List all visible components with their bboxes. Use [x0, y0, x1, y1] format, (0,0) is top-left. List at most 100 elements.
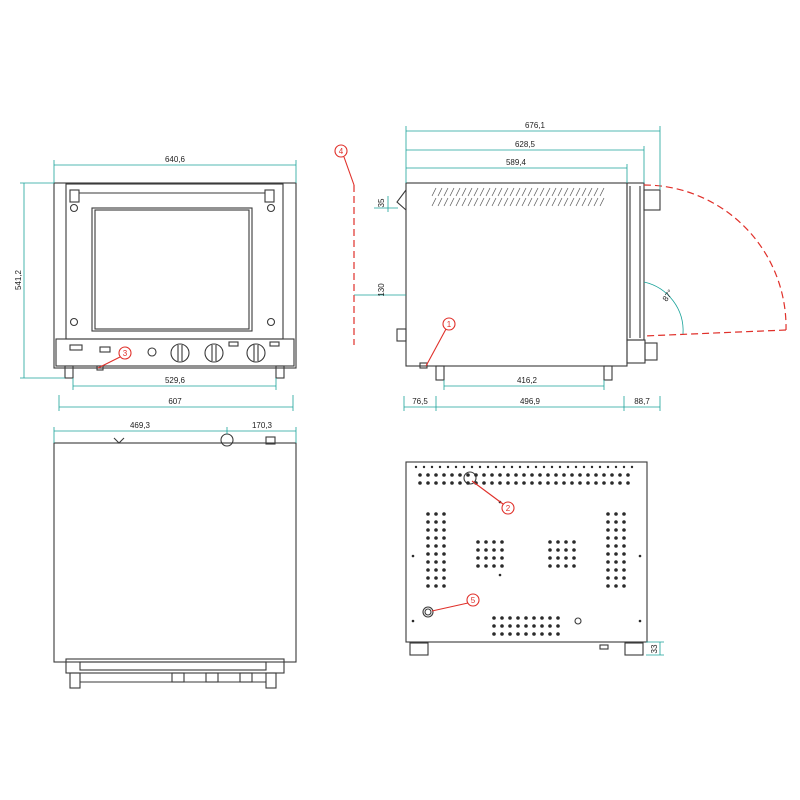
vent-hole: [570, 481, 574, 485]
vent-hole: [478, 465, 482, 469]
vent-hole: [556, 616, 560, 620]
vent-hole: [606, 512, 610, 516]
vent-hole: [476, 564, 480, 568]
vent-hole: [490, 473, 494, 477]
vent-hole: [494, 465, 498, 469]
vent-hole: [426, 584, 430, 588]
vent-hole: [602, 473, 606, 477]
side-vents: [431, 187, 605, 207]
dim-front-foot-span: 607: [168, 397, 182, 406]
dim-top-width: 469,3: [130, 421, 151, 430]
vent-hole: [426, 536, 430, 540]
vent-hole: [418, 473, 422, 477]
vent-hole: [442, 560, 446, 564]
vent-hole: [614, 528, 618, 532]
vent-hole: [466, 481, 470, 485]
vent-hole: [610, 473, 614, 477]
dim-side-mid-height: 130: [377, 283, 386, 297]
vent-hole: [630, 465, 634, 469]
vent-hole: [510, 465, 514, 469]
vent-hole: [434, 520, 438, 524]
vent-hole: [500, 548, 504, 552]
vent-hole: [442, 544, 446, 548]
vent-hole: [556, 548, 560, 552]
vent-hole: [546, 473, 550, 477]
vent-hole: [638, 554, 642, 558]
dim-side-body-depth: 496,9: [520, 397, 541, 406]
vent-hole: [516, 624, 520, 628]
vent-hole: [572, 564, 576, 568]
callout-5: 5: [471, 596, 476, 605]
vent-hole: [540, 632, 544, 636]
vent-hole: [426, 544, 430, 548]
vent-hole: [434, 544, 438, 548]
vent-hole: [476, 556, 480, 560]
vent-hole: [548, 564, 552, 568]
vent-hole: [426, 481, 430, 485]
vent-hole: [606, 544, 610, 548]
vent-hole: [492, 556, 496, 560]
vent-hole: [638, 619, 642, 623]
vent-hole: [526, 465, 530, 469]
vent-hole: [566, 465, 570, 469]
dim-side-total-depth: 676,1: [525, 121, 546, 130]
vent-hole: [564, 540, 568, 544]
vent-hole: [492, 616, 496, 620]
vent-hole: [614, 560, 618, 564]
vent-hole: [606, 528, 610, 532]
callout-1: 1: [447, 320, 452, 329]
vent-hole: [548, 624, 552, 628]
dim-side-feet-span: 416,2: [517, 376, 538, 385]
vent-hole: [622, 576, 626, 580]
vent-hole: [506, 473, 510, 477]
vent-hole: [614, 512, 618, 516]
vent-hole: [606, 560, 610, 564]
vent-hole: [606, 584, 610, 588]
vent-hole: [548, 616, 552, 620]
vent-hole: [498, 473, 502, 477]
vent-hole: [442, 584, 446, 588]
vent-hole: [594, 481, 598, 485]
vent-hole: [500, 556, 504, 560]
vent-hole: [434, 552, 438, 556]
vent-hole: [516, 616, 520, 620]
vent-hole: [508, 624, 512, 628]
vent-hole: [564, 556, 568, 560]
vent-hole: [606, 536, 610, 540]
vent-hole: [538, 481, 542, 485]
vent-hole: [582, 465, 586, 469]
vent-hole: [516, 632, 520, 636]
dim-rear-foot-height: 33: [650, 644, 659, 653]
vent-hole: [442, 568, 446, 572]
vent-hole: [442, 528, 446, 532]
vent-hole: [450, 481, 454, 485]
dim-side-rear-offset: 88,7: [634, 397, 650, 406]
vent-hole: [434, 584, 438, 588]
vent-hole: [518, 465, 522, 469]
dim-top-offset: 170,3: [252, 421, 273, 430]
vent-hole: [486, 465, 490, 469]
vent-hole: [540, 624, 544, 628]
vent-hole: [498, 481, 502, 485]
vent-hole: [562, 473, 566, 477]
top-view: [53, 433, 297, 689]
knob-2-icon: [204, 343, 224, 363]
vent-hole: [484, 556, 488, 560]
vent-hole: [426, 473, 430, 477]
vent-hole: [466, 473, 470, 477]
vent-hole: [572, 548, 576, 552]
vent-hole: [514, 481, 518, 485]
dim-front-height: 541,2: [14, 269, 23, 290]
vent-hole: [598, 465, 602, 469]
vent-hole: [418, 481, 422, 485]
dim-side-front-offset: 76,5: [412, 397, 428, 406]
vent-hole: [442, 512, 446, 516]
vent-hole: [508, 632, 512, 636]
vent-hole: [550, 465, 554, 469]
vent-hole: [530, 481, 534, 485]
vent-hole: [524, 616, 528, 620]
vent-hole: [610, 481, 614, 485]
vent-hole: [622, 568, 626, 572]
vent-hole: [524, 624, 528, 628]
